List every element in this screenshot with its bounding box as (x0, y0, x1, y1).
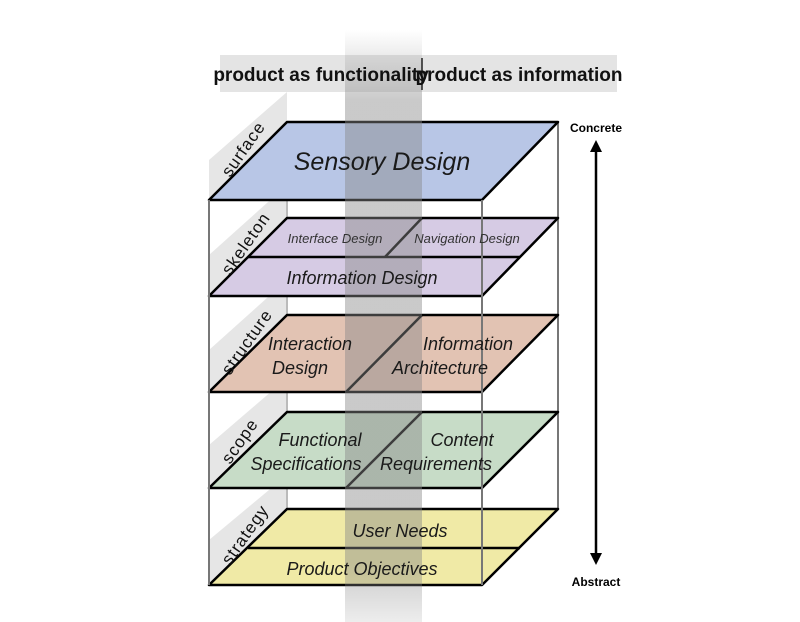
header-functionality-label: product as functionality (213, 65, 429, 86)
content-label-line1: Content (430, 430, 494, 450)
arrow-up-icon (590, 140, 602, 152)
ia-label-line2: Architecture (391, 358, 488, 378)
interaction-label-line2: Design (272, 358, 328, 378)
layer-label-tabs (209, 92, 287, 585)
navigation-design-label: Navigation Design (414, 231, 520, 246)
functionality-information-band (345, 30, 422, 622)
ia-label-line1: Information (423, 334, 513, 354)
interaction-label-line1: Interaction (268, 334, 352, 354)
functional-label-line1: Functional (278, 430, 362, 450)
box-frame-front (208, 200, 483, 585)
sensory-design-label: Sensory Design (294, 148, 470, 176)
abstract-label: Abstract (572, 575, 621, 589)
user-needs-label: User Needs (352, 521, 447, 541)
information-design-label: Information Design (286, 268, 437, 288)
content-label-line2: Requirements (380, 454, 492, 474)
arrow-down-icon (590, 553, 602, 565)
product-objectives-label: Product Objectives (286, 559, 437, 579)
interface-design-label: Interface Design (288, 231, 383, 246)
functional-label-line2: Specifications (250, 454, 361, 474)
header-information-label: product as information (416, 65, 623, 86)
concrete-label: Concrete (570, 121, 622, 135)
